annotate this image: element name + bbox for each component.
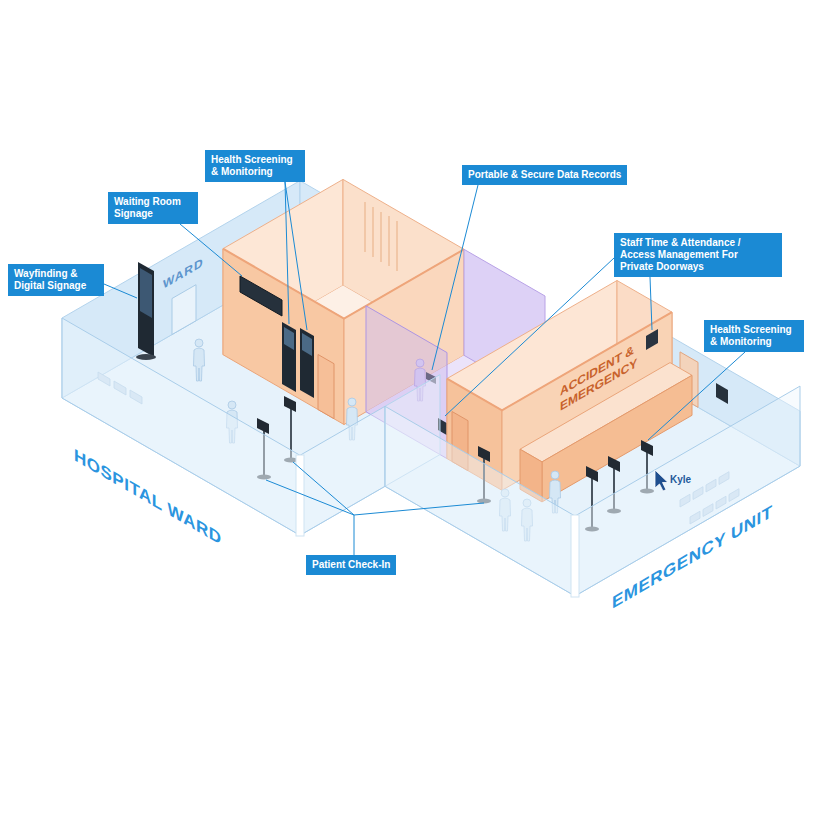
leader-line <box>285 182 307 330</box>
kiosk-screen <box>284 327 294 350</box>
kiosk <box>282 322 296 392</box>
kiosk-screen <box>302 333 312 356</box>
callout-box: Patient Check-In <box>306 555 396 575</box>
callout-text: Portable & Secure Data Records <box>468 169 621 181</box>
leader-lines <box>104 182 745 555</box>
cursor-arrow <box>655 470 668 491</box>
kiosk <box>300 328 314 398</box>
wall-panel <box>646 329 658 350</box>
callout-text: Wayfinding & Digital Signage <box>14 268 98 292</box>
leader-line <box>354 503 484 515</box>
tablet <box>641 440 653 456</box>
person <box>194 339 205 381</box>
glass-wall <box>62 318 300 535</box>
leader-line <box>648 352 745 440</box>
tablet <box>284 396 296 412</box>
kiosk-base <box>136 354 156 360</box>
pillar <box>571 515 579 597</box>
wall-screen <box>716 383 728 404</box>
ward-door <box>172 285 196 335</box>
leader-line <box>354 515 355 555</box>
callout-text: Waiting Room Signage <box>114 196 192 220</box>
curtain <box>365 202 397 271</box>
callout-box: Waiting Room Signage <box>108 192 198 224</box>
room-door <box>318 355 334 419</box>
tablet <box>608 456 620 472</box>
callout-box: Staff Time & Attendance / Access Managem… <box>614 233 782 277</box>
callout-text: Patient Check-In <box>312 559 390 571</box>
callout-box: Health Screening & Monitoring <box>704 320 804 352</box>
cursor-label: Kyle <box>670 474 691 486</box>
callout-box: Portable & Secure Data Records <box>462 165 627 185</box>
tablet <box>478 446 490 462</box>
callout-box: Wayfinding & Digital Signage <box>8 264 104 296</box>
leader-line <box>650 277 652 330</box>
callout-text: Health Screening & Monitoring <box>710 324 798 348</box>
wall-rim <box>223 249 464 319</box>
glass-wall <box>300 406 385 535</box>
leader-line <box>266 480 354 515</box>
tablet <box>586 466 598 482</box>
pillar <box>296 455 304 536</box>
kiosk <box>138 262 154 357</box>
callout-text: Staff Time & Attendance / Access Managem… <box>620 237 742 273</box>
signage-screen <box>240 276 282 316</box>
callout-text: Health Screening & Monitoring <box>211 154 299 178</box>
kiosk-screen <box>140 268 152 318</box>
glass-wall <box>385 406 575 596</box>
leader-line <box>432 185 478 370</box>
leader-line <box>104 284 137 298</box>
leader-line <box>293 462 354 515</box>
callout-box: Health Screening & Monitoring <box>205 150 305 182</box>
